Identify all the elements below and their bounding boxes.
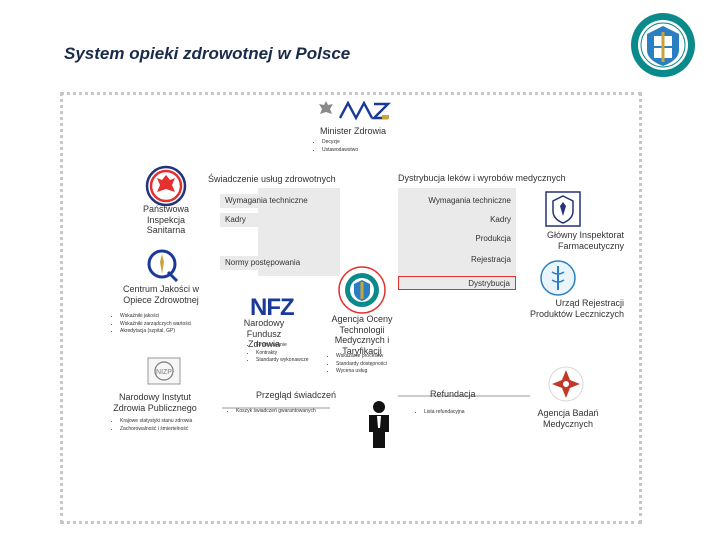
drugs-header: Dystrybucja leków i wyrobów medycznych [398,173,566,183]
pharma-inspector-label: Główny Inspektorat Farmaceutyczny [546,230,624,251]
registration-office-icon [540,260,576,296]
minister-label: Minister Zdrowia [320,126,387,136]
service-review-bullet: Koszyk świadczeń gwarantowanych [236,408,326,416]
poland-eagle-icon [318,100,334,118]
nfz-logo: NFZ [250,294,295,321]
minister-bullets: Decyzje Ustawodawstwo [314,139,358,154]
nfz-bullet: Kontrakty [256,350,309,358]
sanitary-emblem-icon [145,165,187,207]
public-health-bullet: Zachorowalność i śmiertelność [120,426,202,434]
quality-bullet: Wskaźniki zarządczych wartości [120,321,212,329]
diagram-frame [60,92,642,524]
page-title: System opieki zdrowotnej w Polsce [64,44,351,63]
distribution-bar: Dystrybucja [398,276,516,290]
reimbursement-bullets: Lista refundacyjna [416,409,465,417]
medical-research-label: Agencja Badań Medycznych [537,408,599,429]
public-health-bullet: Krajowe statystyki stanu zdrowia [120,418,202,426]
quality-q-icon [144,246,182,284]
registration-bar: Rejestracja [398,253,516,267]
hta-label: Agencja Oceny Technologii Medycznych i T… [331,314,393,356]
left-staff-bar: Kadry [220,213,340,227]
services-header: Świadczenie usług zdrowotnych [208,174,336,184]
quality-bullet: Wskaźniki jakości [120,313,212,321]
corner-badge-icon [630,12,696,78]
public-health-bullets: Krajowe statystyki stanu zdrowia Zachoro… [112,418,202,433]
medical-research-cross-icon [548,366,584,402]
svg-text:NIZP: NIZP [156,369,172,376]
reimbursement-bullet: Lista refundacyjna [424,409,465,417]
left-tech-requirements-bar: Wymagania techniczne [220,194,340,208]
quality-center-label: Centrum Jakości w Opiece Zdrowotnej [122,284,200,305]
service-review-label: Przegląd świadczeń [256,390,337,400]
right-tech-requirements-bar: Wymagania techniczne [398,194,516,208]
sanitary-label: Państwowa Inspekcja Sanitarna [142,204,190,236]
service-review-bullets: Koszyk świadczeń gwarantowanych [228,408,326,416]
procedures-bar: Normy postępowania [220,256,340,270]
pharma-inspector-icon [544,190,582,228]
right-staff-bar: Kadry [398,213,516,227]
production-bar: Produkcja [398,232,516,246]
registration-office-label: Urząd Rejestracji Produktów Leczniczych [529,298,624,319]
person-icon [364,400,394,450]
hta-emblem-icon [338,266,386,314]
nfz-bullet: Finansowanie [256,342,309,350]
public-health-label: Narodowy Instytut Zdrowia Publicznego [113,392,197,413]
minister-bullet: Decyzje [322,139,358,147]
hta-bullet: Standardy dostępności [336,361,387,369]
public-health-emblem-icon: NIZP [146,356,182,386]
nfz-label: Narodowy Fundusz Zdrowia [243,318,285,350]
reimbursement-label: Refundacja [430,389,476,399]
quality-center-bullets: Wskaźniki jakości Wskaźniki zarządczych … [112,313,212,336]
nfz-bullets: Finansowanie Kontrakty Standardy wykonaw… [248,342,309,365]
hta-bullet: Wskazanie procesów [336,353,387,361]
quality-bullet: Akredytacja (szpital, GP) [120,328,212,336]
minister-bullet: Ustawodawstwo [322,147,358,155]
ministry-logo-icon [338,100,391,121]
nfz-bullet: Standardy wykonawcze [256,357,309,365]
hta-bullets: Wskazanie procesów Standardy dostępności… [328,353,387,376]
hta-bullet: Wycena usług [336,368,387,376]
